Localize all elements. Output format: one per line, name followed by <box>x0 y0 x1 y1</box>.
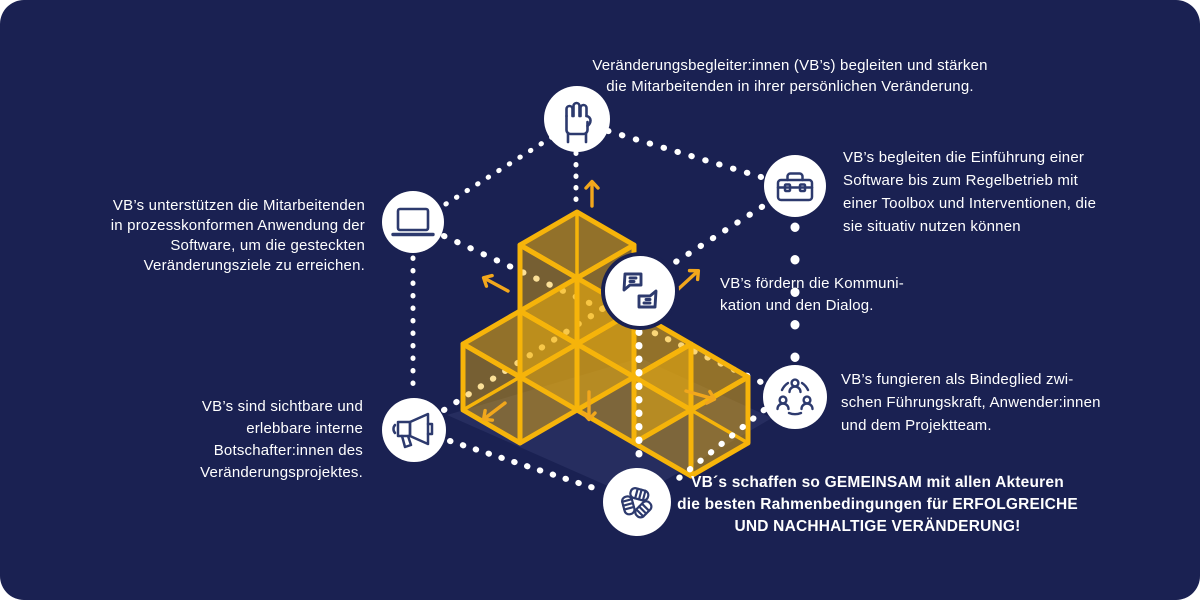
dotted-line-fist-toolbox <box>605 128 764 180</box>
text-line: UND NACHHALTIGE VERÄNDERUNG! <box>734 518 1021 535</box>
text-line: die besten Rahmenbedingungen für ERFOLGR… <box>677 496 1078 513</box>
toolbox-icon <box>764 155 826 217</box>
dotted-line-fist-laptop <box>435 134 555 212</box>
text-line: VB’s sind sichtbare und <box>201 398 363 415</box>
raised-fist-icon <box>544 86 610 152</box>
text-line: VB’s unterstützen die Mitarbeitenden <box>112 197 365 214</box>
text-line: VB’s fungieren als Bindeglied zwi- <box>841 371 1074 388</box>
arrow-left <box>481 273 510 293</box>
text-line: schen Führungskraft, Anwender:innen <box>841 394 1101 411</box>
text-line: VB’s fördern die Kommuni- <box>720 275 904 292</box>
annotation-network: VB’s fungieren als Bindeglied zwi- schen… <box>841 368 1101 437</box>
text-line: Software bis zum Regelbetrieb mit <box>843 172 1079 189</box>
megaphone-icon <box>382 398 446 462</box>
joined-hands-icon <box>603 468 671 536</box>
arrow-down-right <box>684 389 717 405</box>
text-line: die Mitarbeitenden in ihrer persönlichen… <box>606 78 974 95</box>
dotted-lines <box>410 128 800 493</box>
cube <box>631 341 751 479</box>
annotation-toolbox: VB’s begleiten die Einführung einer Soft… <box>843 146 1096 238</box>
text-line: Software, um die gesteckten <box>170 237 365 254</box>
icon-nodes <box>382 86 827 536</box>
arrow-down-left <box>481 401 507 422</box>
text-line: Veränderungsbegleiter:innen (VB’s) begle… <box>592 57 988 74</box>
dotted-line-megaphone-hands <box>447 438 603 493</box>
text-line: einer Toolbox und Interventionen, die <box>843 195 1097 212</box>
cube-stack <box>460 209 751 479</box>
dotted-line-network-hands <box>671 407 767 485</box>
annotation-top: Veränderungsbegleiter:innen (VB’s) begle… <box>530 55 1050 97</box>
chat-bubbles-icon <box>601 252 679 330</box>
cube <box>460 308 580 446</box>
annotation-laptop: VB’s unterstützen die Mitarbeitenden in … <box>60 196 365 276</box>
text-line: in prozesskonformen Anwendung der <box>110 217 365 234</box>
text-line: kation und den Dialog. <box>720 297 874 314</box>
people-network-icon <box>763 365 827 429</box>
text-line: Veränderungsziele zu erreichen. <box>143 257 365 274</box>
text-line: VB’s begleiten die Einführung einer <box>843 149 1085 166</box>
text-line: Botschafter:innen des <box>213 442 363 459</box>
laptop-icon <box>382 191 444 253</box>
annotation-megaphone: VB’s sind sichtbare und erlebbare intern… <box>110 396 363 484</box>
annotation-summary: VB´s schaffen so GEMEINSAM mit allen Akt… <box>625 472 1130 538</box>
dotted-line-megaphone-toolbox <box>441 200 771 413</box>
text-line: VB´s schaffen so GEMEINSAM mit allen Akt… <box>691 474 1064 491</box>
text-line: sie situativ nutzen können <box>843 218 1021 235</box>
text-line: und dem Projektteam. <box>841 417 992 434</box>
text-line: erlebbare interne <box>246 420 363 437</box>
text-line: Veränderungsprojektes. <box>200 464 363 481</box>
annotation-dialog: VB’s fördern die Kommuni- kation und den… <box>720 273 904 317</box>
direction-arrows <box>481 179 717 422</box>
